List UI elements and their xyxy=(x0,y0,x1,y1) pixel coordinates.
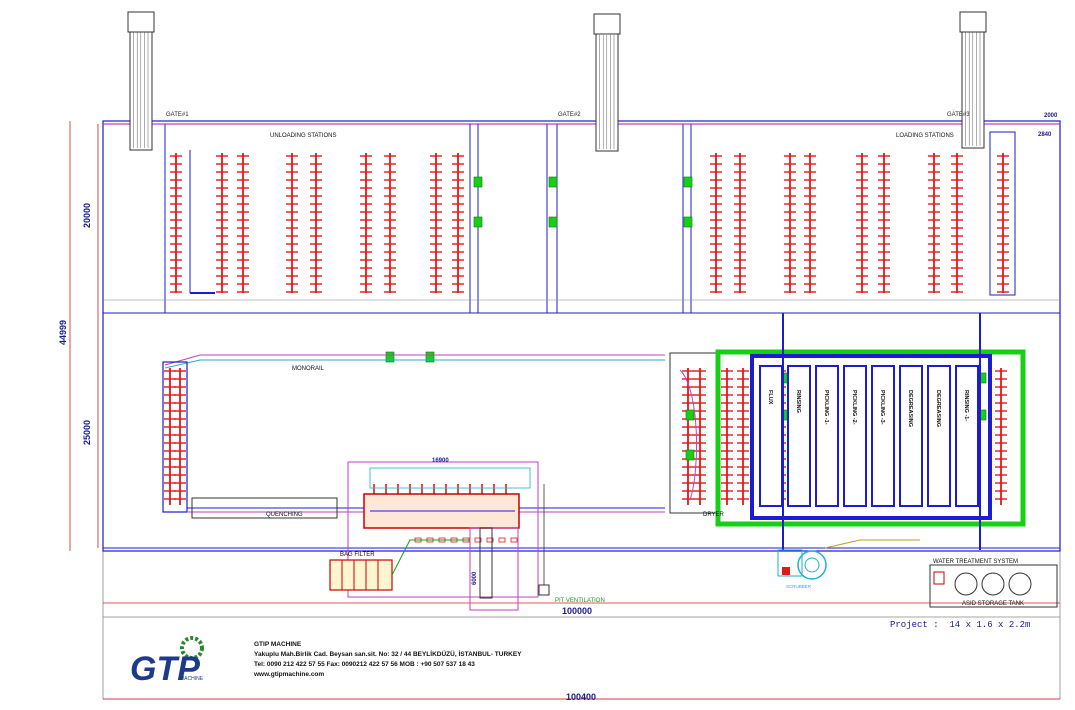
tank-label-pickling2: PICKLING -2- xyxy=(851,390,857,425)
tank-label-rinsing1: RINSING xyxy=(795,390,801,413)
company-logo: GTP MACHINE xyxy=(130,636,204,688)
scrubber-unit xyxy=(777,539,920,580)
tank-degreasing1 xyxy=(899,365,923,507)
galvanizing-kettle xyxy=(347,461,539,611)
trolley xyxy=(548,176,558,188)
green-trolleys xyxy=(385,176,987,461)
tank-label-pickling3: PICKLING -3- xyxy=(879,390,885,425)
dim-lower-height: 25000 xyxy=(82,420,92,445)
dim-pit-depth: 6000 xyxy=(472,571,478,585)
company-phone: Tel: 0090 212 422 57 55 Fax: 0090212 422… xyxy=(254,661,475,668)
building-outline xyxy=(102,120,1061,552)
bag-filter-label: BAG FILTER xyxy=(340,552,375,558)
tank-flux xyxy=(759,365,783,507)
upper-hall-structure xyxy=(103,124,1060,313)
unloading-stations-label: UNLOADING STATIONS xyxy=(270,133,336,139)
dim-top-right-b: 2840 xyxy=(1038,132,1052,138)
tank-pickling2 xyxy=(843,365,867,507)
project-label: Project : 14 x 1.6 x 2.2m xyxy=(890,620,1031,630)
dryer-label: DRYER xyxy=(703,512,725,518)
pit-ventilation-label: PIT VENTILATION xyxy=(555,598,605,604)
pretreatment-tanks: FLUX RINSING PICKLING -1- PICKLING -2- PICKL… xyxy=(759,365,979,507)
scrubber-label: SCRUBBER xyxy=(786,584,812,589)
gate-1-label: GATE#1 xyxy=(166,112,189,118)
dim-top-right-a: 2000 xyxy=(1044,113,1058,119)
tank-label-pickling1: PICKLING -1- xyxy=(823,390,829,425)
trolley xyxy=(685,409,695,421)
tank-rinsing1 xyxy=(787,365,811,507)
tank-degreasing2 xyxy=(927,365,951,507)
trolley xyxy=(385,351,395,363)
dim-inner-width: 100000 xyxy=(562,606,592,616)
rack-stations xyxy=(164,153,1009,543)
water-treatment-system xyxy=(929,564,1058,608)
trolley xyxy=(425,351,435,363)
company-name: GTIP MACHINE xyxy=(254,641,302,648)
loading-stations-label: LOADING STATIONS xyxy=(896,133,954,139)
company-address: Yakuplu Mah.Birlik Cad. Beysan san.sit. … xyxy=(254,651,522,658)
tank-label-degreasing2: DEGREASING xyxy=(935,390,941,427)
tank-label-degreasing1: DEGREASING xyxy=(907,390,913,427)
duct-clamp xyxy=(510,537,518,543)
monorail-label: MONORAIL xyxy=(292,366,325,372)
duct-clamp xyxy=(486,537,494,543)
tank-pickling1 xyxy=(815,365,839,507)
company-web: www.gtipmachine.com xyxy=(254,671,325,678)
pretreatment-line xyxy=(715,313,1026,550)
dim-total-height: 44999 xyxy=(58,320,68,345)
duct-clamp xyxy=(498,537,506,543)
trolley xyxy=(685,449,695,461)
quenching-label: QUENCHING xyxy=(266,512,303,518)
dim-upper-height: 20000 xyxy=(82,203,92,228)
pit-ventilation-unit xyxy=(538,484,550,596)
trolley xyxy=(683,216,693,228)
tank-label-rinsing2: RINSING -1- xyxy=(963,390,969,421)
tank-rinsing2 xyxy=(955,365,979,507)
acid-storage-label: ASID STORAGE TANK xyxy=(962,601,1024,607)
trolley xyxy=(548,216,558,228)
water-treatment-label: WATER TREATMENT SYSTEM xyxy=(933,559,1018,565)
dim-total-width: 100400 xyxy=(566,692,596,702)
truck-stripes xyxy=(133,32,981,149)
gate-3-label: GATE#3 xyxy=(947,112,970,118)
trolley xyxy=(473,176,483,188)
trolley xyxy=(473,216,483,228)
trolley xyxy=(683,176,693,188)
tank-pickling3 xyxy=(871,365,895,507)
dim-kettle-length: 16900 xyxy=(432,458,449,464)
tank-label-flux: FLUX xyxy=(767,390,773,405)
logo-text: GTP xyxy=(130,650,200,688)
gate-2-label: GATE#2 xyxy=(558,112,581,118)
logo-subtext: MACHINE xyxy=(180,676,204,682)
bag-filter-unit xyxy=(329,539,470,591)
duct-clamp xyxy=(474,537,482,543)
